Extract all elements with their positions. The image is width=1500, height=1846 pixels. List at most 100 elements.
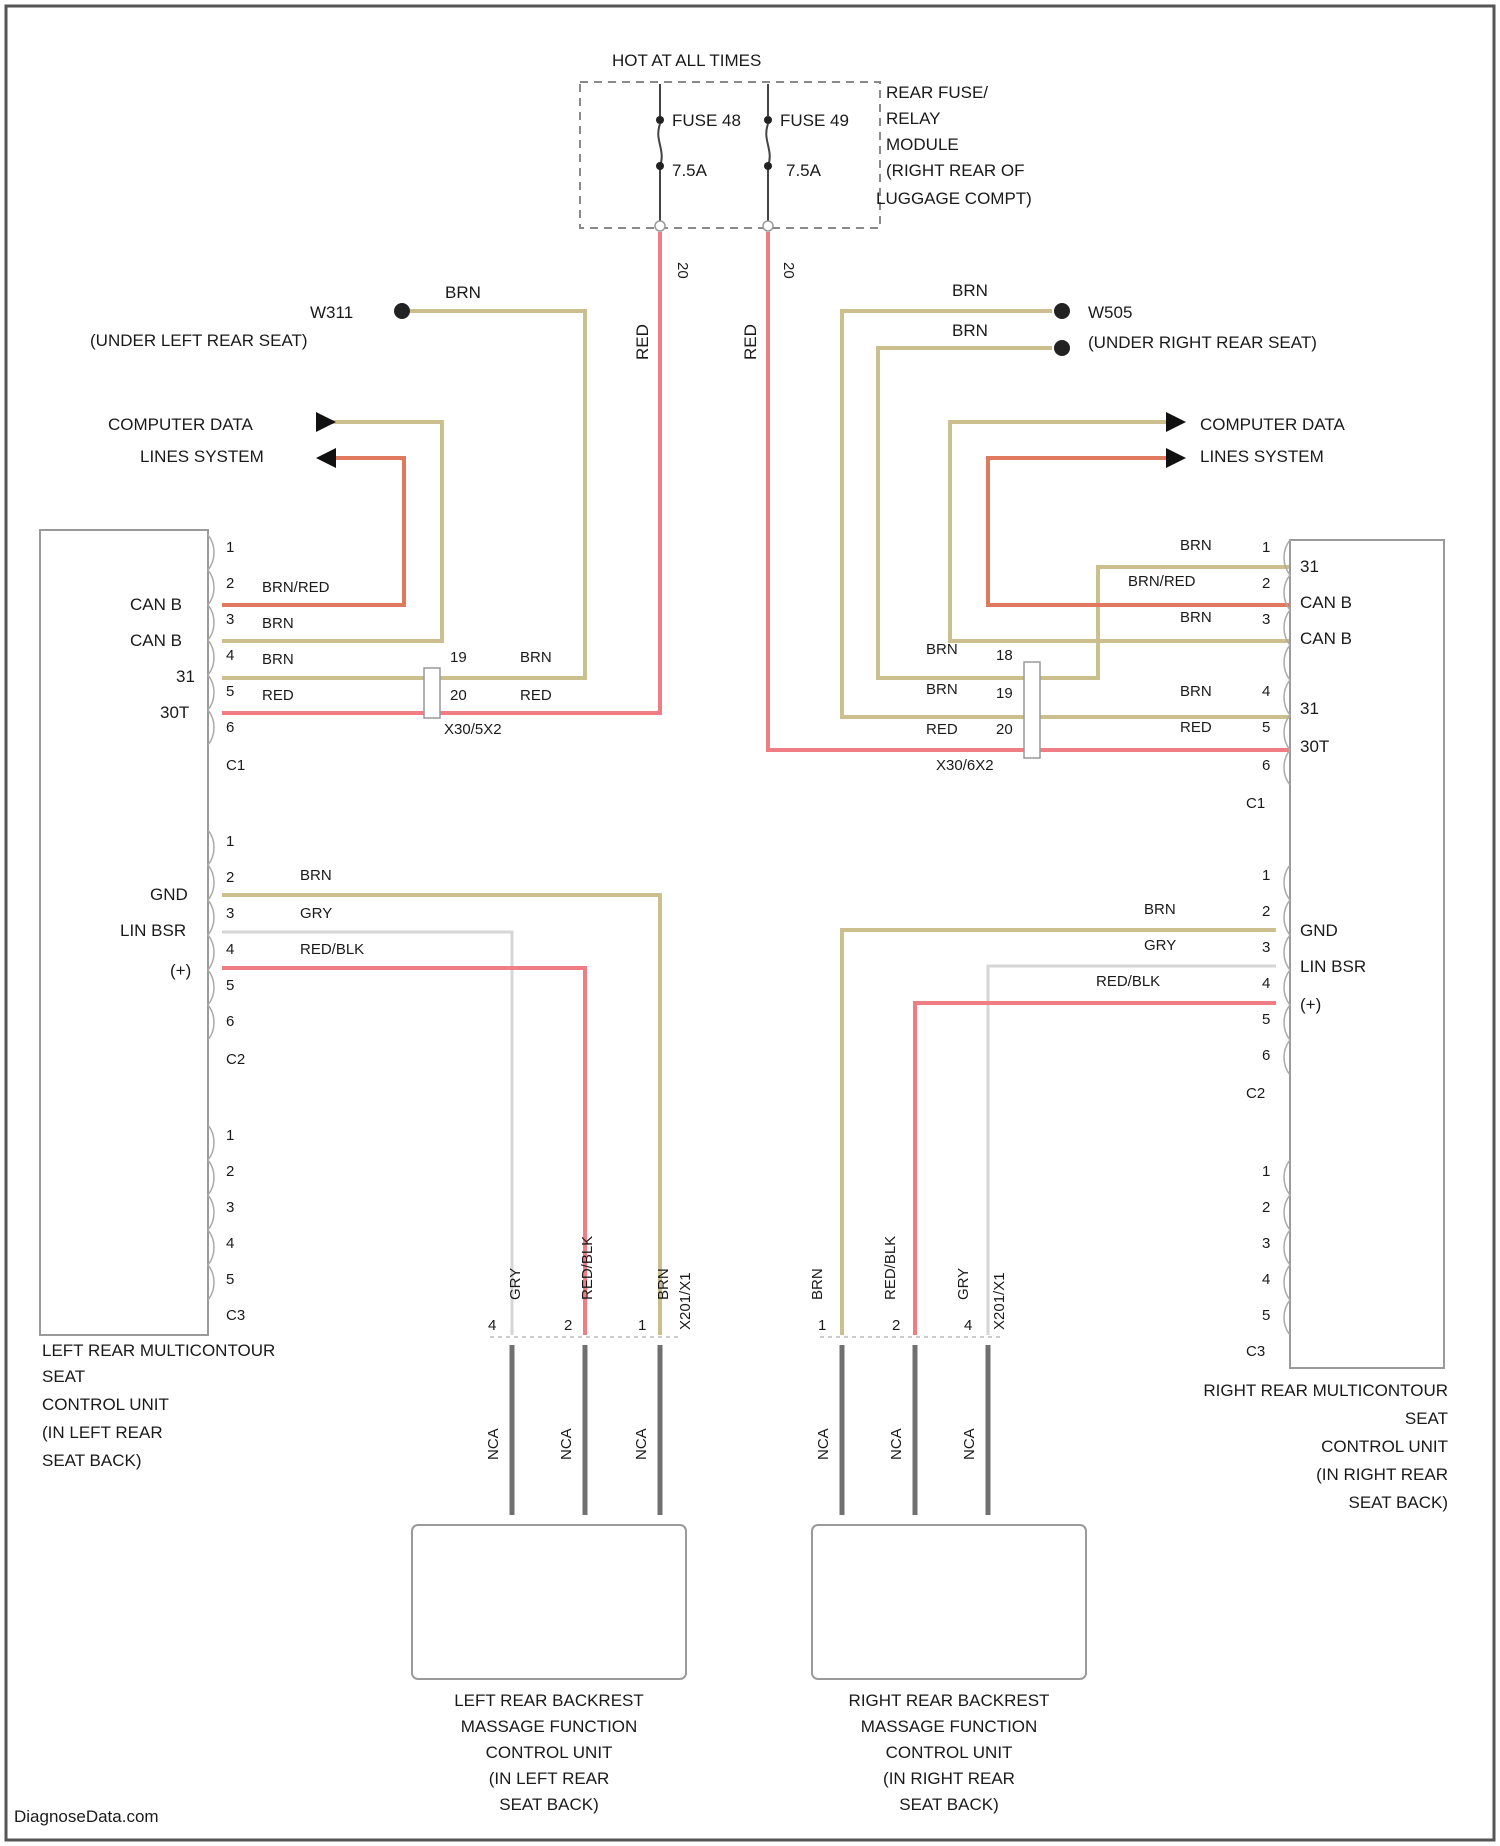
right-module-name-2: SEAT [1405,1409,1448,1428]
left-massage-pin-4: 4 [488,1317,496,1334]
left-c1-pin-1: 1 [226,539,234,556]
left-sig-positive: (+) [170,961,191,980]
arrow-right-data-2-icon [1166,448,1186,468]
fuse-module-line3: MODULE [886,135,959,154]
left-inline-connector-label: X30/5X2 [444,721,502,738]
right-c1-label: C1 [1246,795,1265,812]
right-c2-pins: 1 2 3 4 5 6 C2 [1246,865,1290,1102]
left-sig-lin-bsr: LIN BSR [120,921,186,940]
right-c1-wire-2-color: BRN/RED [1128,573,1196,590]
left-c2-pins: 1 2 3 4 5 6 C2 [208,830,245,1068]
right-c2-wire-pos-color: RED/BLK [1096,973,1160,990]
left-massage-wire-redblk: RED/BLK [579,1236,596,1300]
right-inline-connector [1024,662,1040,758]
wire-left-c2-pos [222,968,585,1335]
fuse-49-terminal-bottom [764,162,772,170]
right-sig-gnd: GND [1300,921,1338,940]
right-massage-connector-label: X201/X1 [991,1272,1008,1330]
right-c2-pin-5: 5 [1262,1011,1270,1028]
right-c2-pin-2: 2 [1262,903,1270,920]
right-c1-pins: 1 2 3 4 5 6 C1 [1246,539,1290,812]
left-sig-30t: 30T [160,703,189,722]
fuse-49-amp: 7.5A [786,161,822,180]
right-c3-pins: 1 2 3 4 5 C3 [1246,1160,1290,1360]
left-module-name-3: CONTROL UNIT [42,1395,169,1414]
right-sig-31a: 31 [1300,557,1319,576]
right-c2-label: C2 [1246,1085,1265,1102]
left-sig-can-b-low: CAN B [130,631,182,650]
right-module-name-5: SEAT BACK) [1348,1493,1448,1512]
left-module-name-4: (IN LEFT REAR [42,1423,163,1442]
left-inline-connector [424,668,440,718]
ground-w311-icon [394,303,410,319]
ground-w311-name: W311 [310,303,353,322]
left-c2-pin-4: 4 [226,941,234,958]
right-inline-wire-19-color: BRN [926,681,958,698]
hot-at-all-times-label: HOT AT ALL TIMES [612,51,761,70]
left-c1-wire-3-color: BRN [262,615,294,632]
left-module-name-2: SEAT [42,1367,85,1386]
right-c2-pin-4: 4 [1262,975,1270,992]
right-c1-wire-5-color: RED [1180,719,1212,736]
left-c1-wire-2-color: BRN/RED [262,579,330,596]
left-c2-wire-pos-color: RED/BLK [300,941,364,958]
left-module-name-5: SEAT BACK) [42,1451,142,1470]
right-c2-wire-lin-color: GRY [1144,937,1176,954]
right-massage-name-5: SEAT BACK) [899,1795,999,1814]
right-c1-pin-5: 5 [1262,719,1270,736]
left-c2-wire-gnd-color: BRN [300,867,332,884]
fuse-module-line4: (RIGHT REAR OF [886,161,1025,180]
right-massage-wire-redblk: RED/BLK [882,1236,899,1300]
left-massage-out-3: NCA [633,1428,650,1460]
fuse-module-line1: REAR FUSE/ [886,83,988,102]
left-massage-pin-1: 1 [638,1317,646,1334]
right-massage-pin-1: 1 [818,1317,826,1334]
right-inline-pin-18: 18 [996,647,1013,664]
fuse-49-pin-terminal [763,221,773,231]
fuse-49-label: FUSE 49 [780,111,849,130]
left-module-name-1: LEFT REAR MULTICONTOUR [42,1341,275,1360]
fuse-module-line2: RELAY [886,109,941,128]
fuse-48-amp: 7.5A [672,161,708,180]
right-massage-pin-2: 2 [892,1317,900,1334]
right-c1-pin-4: 4 [1262,683,1270,700]
page-border [6,6,1494,1840]
right-sig-31: 31 [1300,699,1319,718]
left-massage-box [412,1525,686,1679]
right-massage-out-3: NCA [961,1428,978,1460]
left-c3-pin-1: 1 [226,1127,234,1144]
right-massage-name-4: (IN RIGHT REAR [883,1769,1015,1788]
left-massage-wire-brn: BRN [655,1268,672,1300]
right-massage-name-1: RIGHT REAR BACKREST [849,1691,1050,1710]
fuse-48-pin: 20 [674,262,691,279]
right-massage-unit: BRN RED/BLK GRY X201/X1 1 2 4 NCA NCA NC… [809,1236,1086,1814]
right-sig-can-b-low: CAN B [1300,629,1352,648]
right-sig-can-b-high: CAN B [1300,593,1352,612]
fuse-49-pin: 20 [780,262,797,279]
left-sig-31: 31 [176,667,195,686]
right-c3-pin-2: 2 [1262,1199,1270,1216]
right-c1-pin-6: 6 [1262,757,1270,774]
left-c1-label: C1 [226,757,245,774]
left-c3-pin-3: 3 [226,1199,234,1216]
left-sig-gnd: GND [150,885,188,904]
left-massage-out-1: NCA [485,1428,502,1460]
right-massage-name-3: CONTROL UNIT [886,1743,1013,1762]
wire-ground-right-b-color: BRN [952,321,988,340]
right-c1-wire-1-color: BRN [1180,537,1212,554]
right-c3-pin-4: 4 [1262,1271,1270,1288]
fuse-48-terminal-top [656,116,664,124]
left-c1-wire-5-color: RED [262,687,294,704]
right-massage-out-1: NCA [815,1428,832,1460]
right-massage-pin-4: 4 [964,1317,972,1334]
right-massage-out-2: NCA [888,1428,905,1460]
fuse-block: HOT AT ALL TIMES FUSE 48 7.5A FUSE 49 7.… [580,51,1032,279]
left-massage-out-2: NCA [558,1428,575,1460]
right-sig-lin-bsr: LIN BSR [1300,957,1366,976]
fuse-49-link [766,84,769,224]
watermark: DiagnoseData.com [14,1807,159,1826]
right-module-name-4: (IN RIGHT REAR [1316,1465,1448,1484]
left-c3-pin-2: 2 [226,1163,234,1180]
left-c3-pin-5: 5 [226,1271,234,1288]
right-massage-name-2: MASSAGE FUNCTION [861,1717,1038,1736]
